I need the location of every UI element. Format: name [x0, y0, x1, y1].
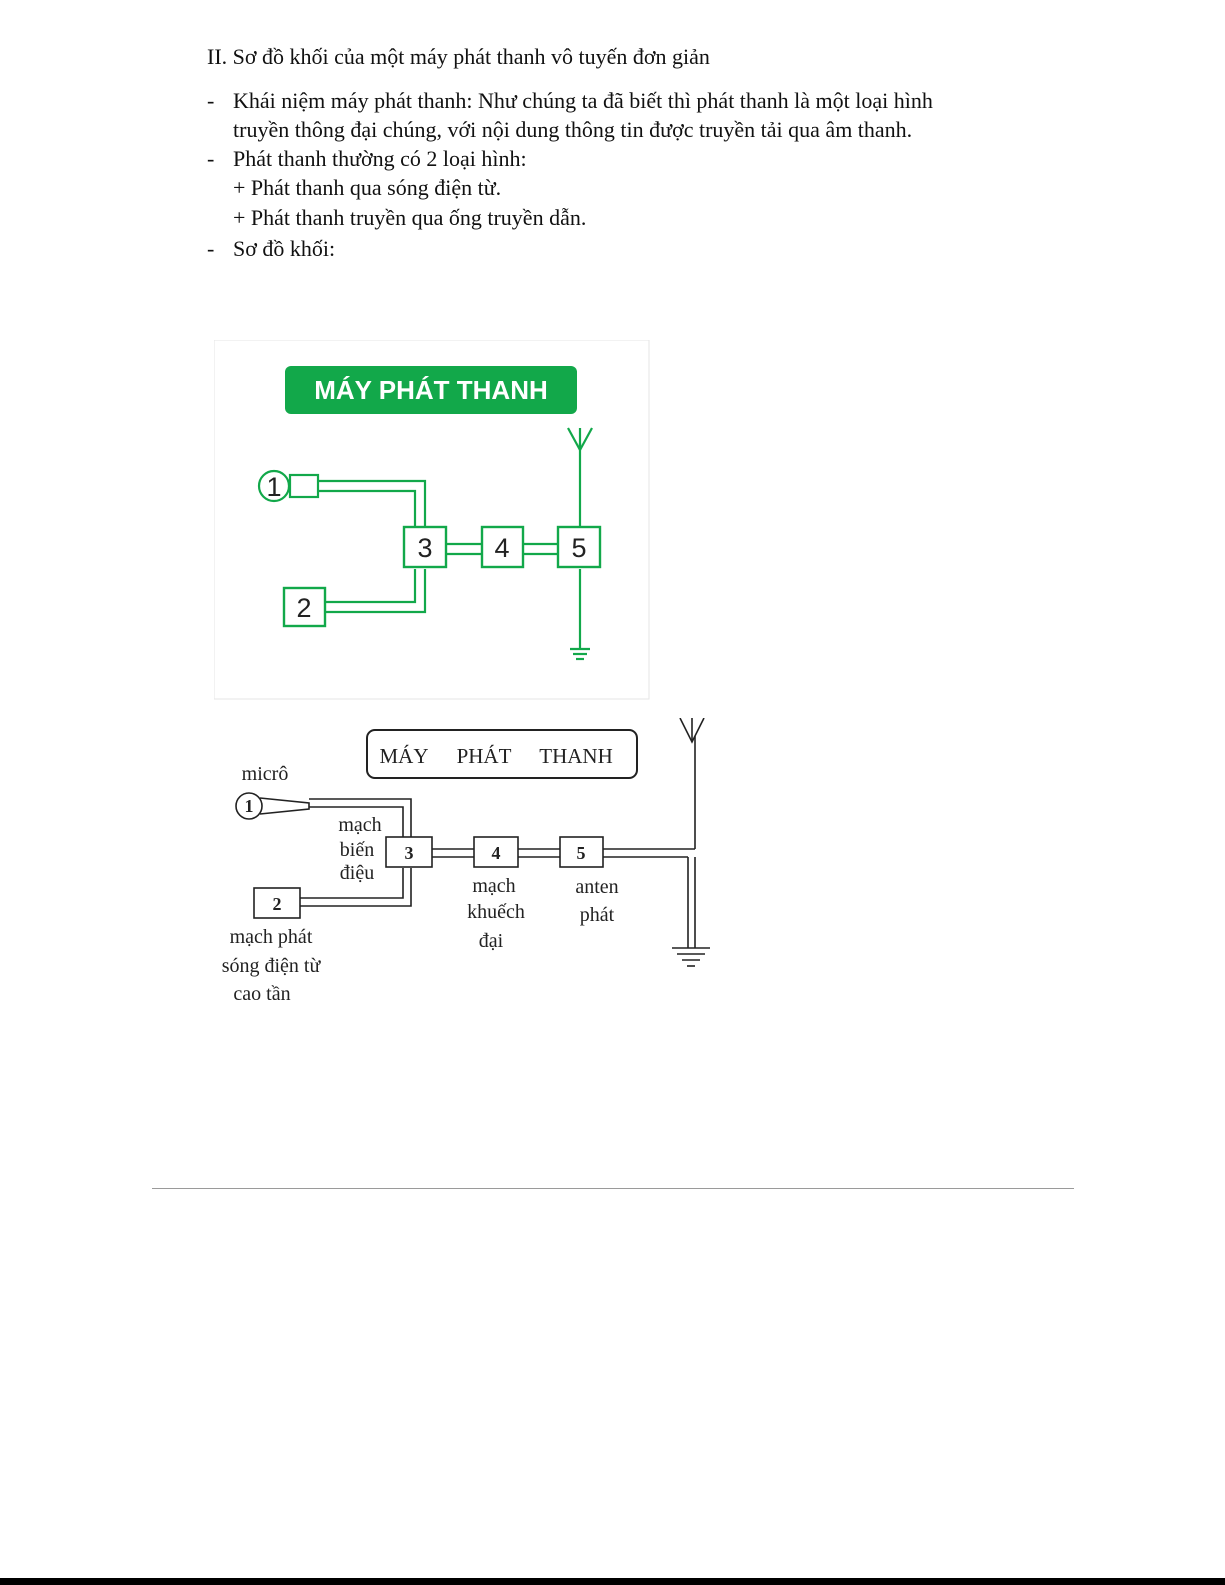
microphone-icon [235, 792, 263, 820]
block-1-number: 1 [266, 472, 281, 502]
block-3 [402, 525, 448, 569]
label-amplifier-3: đại [479, 930, 504, 952]
block-4-number: 4 [492, 843, 501, 863]
ground-icon [672, 947, 710, 967]
bullet-dash: - [207, 146, 215, 171]
block-2 [253, 887, 301, 919]
block-3-number: 3 [405, 843, 414, 863]
label-micro: micrô [242, 763, 289, 785]
block-3-number: 3 [417, 533, 432, 563]
block-4 [473, 836, 519, 868]
block-1-number: 1 [245, 796, 254, 816]
title-word-1: MÁY [379, 744, 428, 768]
block-4-number: 4 [494, 533, 509, 563]
bullet-concept-line-1: Khái niệm máy phát thanh: Như chúng ta đ… [233, 88, 933, 113]
block-3 [385, 836, 433, 868]
footer-divider [152, 1188, 1074, 1189]
label-amplifier-1: mạch [472, 875, 515, 897]
label-amplifier-2: khuếch [467, 901, 525, 923]
block-2 [282, 586, 327, 628]
page-bottom-edge [0, 1578, 1225, 1585]
block-5 [559, 836, 604, 868]
label-antenna-2: phát [580, 904, 615, 926]
label-antenna-1: anten [575, 876, 618, 898]
bullet-dash: - [207, 88, 215, 113]
block-4 [480, 525, 525, 569]
label-modulator-2: biến [340, 839, 374, 861]
title-banner [285, 366, 577, 414]
block-2-number: 2 [273, 894, 282, 914]
title-box [366, 729, 638, 779]
title-word-2: PHÁT [457, 744, 512, 768]
sub-item-wired: + Phát thanh truyền qua ống truyền dẫn. [233, 205, 587, 230]
label-oscillator-2: sóng điện từ [222, 955, 322, 977]
block-5-number: 5 [577, 843, 586, 863]
sub-item-electromagnetic: + Phát thanh qua sóng điện từ. [233, 175, 502, 200]
bullet-types: Phát thanh thường có 2 loại hình: [233, 146, 527, 171]
bullet-block-diagram: Sơ đồ khối: [233, 236, 336, 261]
section-heading: II. Sơ đồ khối của một máy phát thanh vô… [207, 44, 710, 69]
label-modulator-3: điệu [340, 862, 374, 884]
bullet-dash: - [207, 236, 215, 261]
title-banner-text: MÁY PHÁT THANH [314, 375, 548, 405]
label-modulator-1: mạch [338, 814, 381, 836]
label-oscillator-3: cao tần [233, 983, 290, 1005]
label-oscillator-1: mạch phát [230, 926, 313, 948]
block-5-number: 5 [571, 533, 586, 563]
bw-block-diagram: MÁY PHÁT THANH [222, 718, 710, 1005]
color-block-diagram: MÁY PHÁT THANH 1 2 3 4 5 [214, 340, 650, 700]
block-2-number: 2 [296, 593, 311, 623]
block-5 [556, 525, 602, 569]
title-word-3: THANH [539, 744, 613, 768]
bullet-concept-line-2: truyền thông đại chúng, với nội dung thô… [233, 117, 913, 142]
